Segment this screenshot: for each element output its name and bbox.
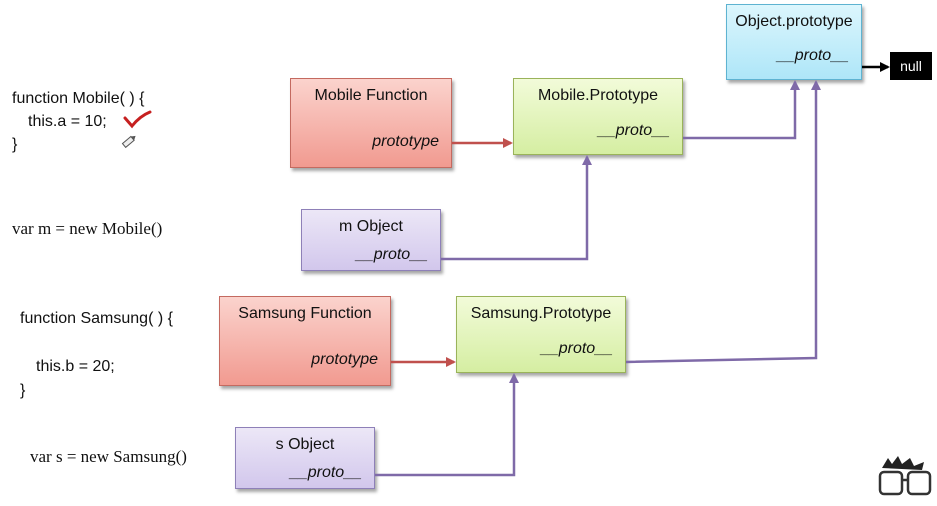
- code-samsung-line3: }: [20, 382, 26, 399]
- code-samsung-line1: function Samsung( ) {: [20, 310, 173, 327]
- box-field: __proto__: [540, 340, 613, 357]
- box-field: __proto__: [597, 122, 670, 139]
- code-var-s: var s = new Samsung(): [30, 447, 187, 466]
- code-mobile-line2: this.a = 10;: [28, 113, 107, 130]
- samsung-function-box: Samsung Function prototype: [219, 296, 391, 386]
- code-mobile-line3: }: [12, 136, 18, 153]
- box-field: prototype: [311, 351, 378, 368]
- null-box: null: [890, 52, 932, 80]
- box-field: __proto__: [355, 246, 428, 263]
- mobile-function-box: Mobile Function prototype: [290, 78, 452, 168]
- box-title: Object.prototype: [735, 13, 853, 30]
- box-field: __proto__: [776, 47, 849, 64]
- annotation-marks: [121, 110, 152, 149]
- object-prototype-box: Object.prototype __proto__: [726, 4, 862, 80]
- box-title: Samsung.Prototype: [470, 305, 612, 322]
- code-var-m: var m = new Mobile(): [12, 219, 163, 238]
- samsung-prototype-proto-arrow: [625, 80, 821, 364]
- pencil-cursor-icon: [121, 135, 136, 149]
- s-object-box: s Object __proto__: [235, 427, 375, 489]
- box-title: Samsung Function: [238, 305, 372, 322]
- box-field: prototype: [372, 133, 439, 150]
- box-title: Mobile Function: [314, 87, 428, 104]
- s-object-proto-arrow: [375, 373, 519, 477]
- box-title: m Object: [338, 218, 403, 235]
- box-title: s Object: [275, 436, 335, 453]
- m-object-box: m Object __proto__: [301, 209, 441, 271]
- box-field: __proto__: [289, 464, 362, 481]
- code-mobile-line1: function Mobile( ) {: [12, 90, 145, 107]
- code-samsung-line2: this.b = 20;: [36, 358, 115, 375]
- m-object-proto-arrow: [441, 155, 592, 261]
- checkmark-icon: [123, 110, 152, 129]
- box-title: Mobile.Prototype: [537, 87, 659, 104]
- mobile-prototype-box: Mobile.Prototype __proto__: [513, 78, 683, 155]
- samsung-prototype-box: Samsung.Prototype __proto__: [456, 296, 626, 373]
- glasses-logo-icon: [878, 456, 932, 496]
- mobile-prototype-proto-arrow: [683, 80, 800, 140]
